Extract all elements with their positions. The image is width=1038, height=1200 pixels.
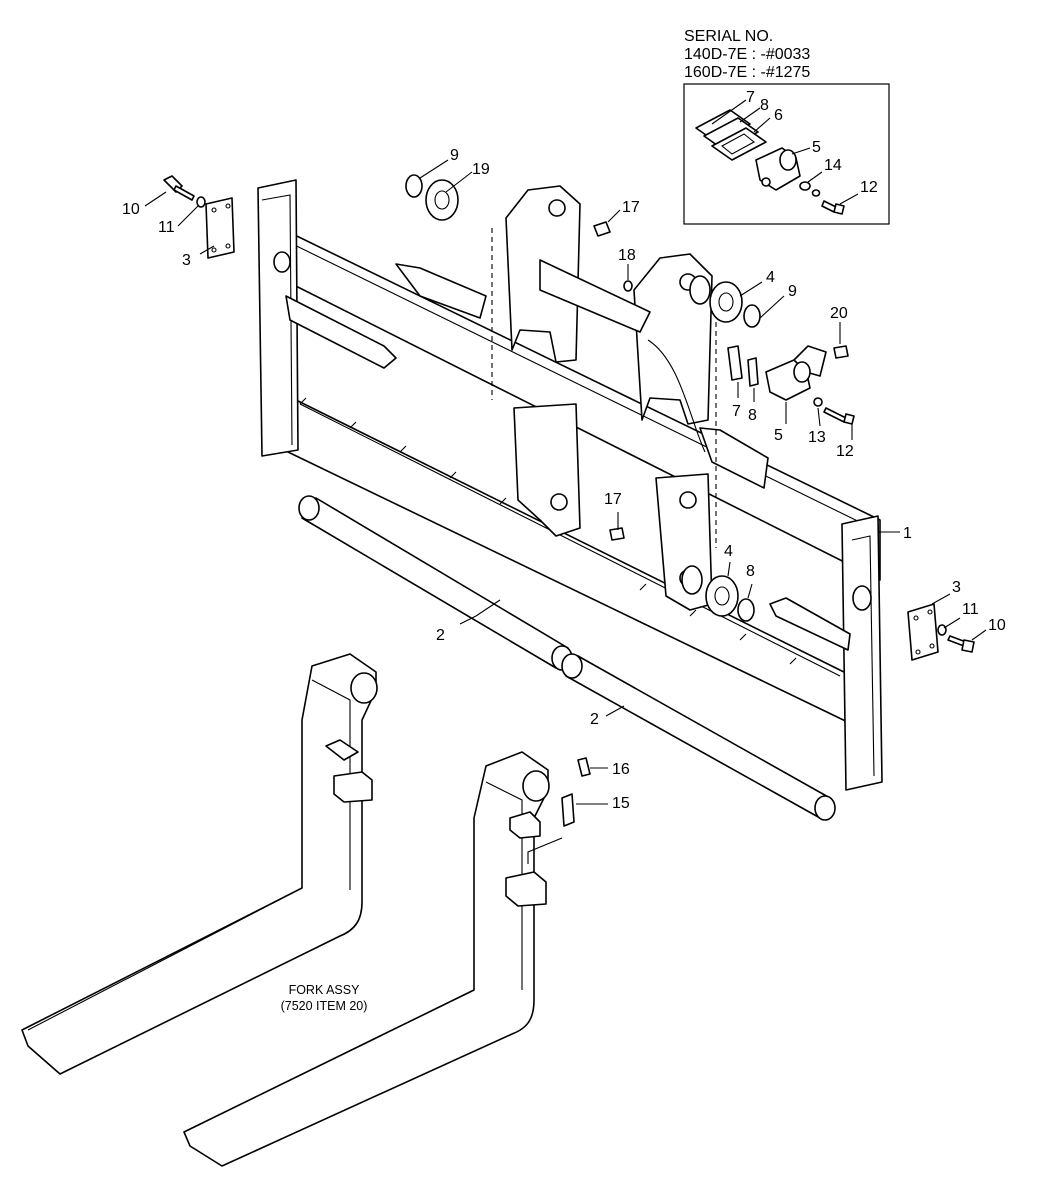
serial-number-note: SERIAL NO. 140D-7E : -#0033 160D-7E : -#… (684, 28, 810, 81)
shim-7 (727, 345, 743, 381)
callout-9-upper: 9 (450, 147, 459, 164)
fork-assy-reference: (7520 ITEM 20) (281, 999, 368, 1013)
left-cylinder-bracket (395, 263, 487, 319)
center-crossmember (539, 259, 651, 333)
callout-10-right: 10 (988, 617, 1006, 634)
shafts (298, 495, 836, 821)
inset-frame (683, 83, 890, 225)
oring-8-lower (737, 598, 755, 622)
callout-7-main: 7 (732, 403, 741, 420)
fork-left (21, 653, 377, 1075)
bearing-4-upper (709, 281, 743, 323)
washer-13 (813, 397, 823, 407)
callout-9-right: 9 (788, 283, 797, 300)
serial-line-160d: 160D-7E : -#1275 (684, 64, 810, 81)
inset-parts (695, 109, 845, 215)
leader-lines (144, 99, 987, 805)
oring-9-right (743, 304, 761, 328)
callout-19: 19 (472, 161, 490, 178)
callout-4-lower: 4 (724, 543, 733, 560)
callout-7-inset: 7 (746, 89, 755, 106)
bolt-12 (823, 407, 847, 423)
serial-line-140d: 140D-7E : -#0033 (684, 46, 810, 63)
fork-assembly-note: FORK ASSY (7520 ITEM 20) (281, 983, 368, 1013)
callout-14: 14 (824, 157, 842, 174)
pin-15 (561, 793, 575, 827)
left-washer-11 (196, 196, 206, 208)
callout-20: 20 (830, 305, 848, 322)
left-end-plate (257, 179, 299, 457)
callout-8-inset: 8 (760, 97, 769, 114)
callout-8-main: 8 (748, 407, 757, 424)
bolt-20 (833, 345, 849, 359)
callout-15: 15 (612, 795, 630, 812)
right-washer-11 (937, 624, 947, 636)
callout-12-main: 12 (836, 443, 854, 460)
bearing-19 (425, 179, 459, 221)
callout-6: 6 (774, 107, 783, 124)
carriage-frame (257, 179, 883, 791)
right-cylinder-bracket (699, 427, 769, 489)
left-side-guide (285, 295, 397, 369)
callout-5-inset: 5 (812, 139, 821, 156)
callout-10-left: 10 (122, 201, 140, 218)
fork-right (183, 751, 549, 1167)
right-side-guide (769, 597, 851, 651)
serial-heading: SERIAL NO. (684, 28, 773, 45)
bearing-4-lower (705, 575, 739, 617)
callout-16: 16 (612, 761, 630, 778)
bolt-17-upper (593, 221, 611, 237)
callout-18: 18 (618, 247, 636, 264)
callout-4-upper: 4 (766, 269, 775, 286)
callout-17-upper: 17 (622, 199, 640, 216)
bolt-17-lower (609, 527, 625, 541)
callout-1: 1 (903, 525, 912, 542)
oring-9-upper (405, 174, 423, 198)
callout-11-left: 11 (158, 219, 175, 236)
callout-8-lower: 8 (746, 563, 755, 580)
callout-17-lower: 17 (604, 491, 622, 508)
left-plate-3 (205, 197, 235, 259)
shim-8 (747, 357, 759, 387)
callout-13: 13 (808, 429, 826, 446)
callouts: 1 2 2 3 3 4 4 5 5 6 7 7 8 8 8 9 9 10 10 … (122, 89, 1006, 812)
nut-18 (623, 280, 633, 292)
callout-5-main: 5 (774, 427, 783, 444)
forks (21, 653, 591, 1167)
callout-3-left: 3 (182, 252, 191, 269)
callout-2-left: 2 (436, 627, 445, 644)
callout-3-right: 3 (952, 579, 961, 596)
callout-12-inset: 12 (860, 179, 878, 196)
right-end-plate (841, 515, 883, 791)
right-plate-3 (907, 603, 939, 661)
callout-11-right: 11 (962, 601, 979, 618)
small-parts (163, 174, 975, 661)
bolt-16 (577, 757, 591, 777)
inset-washer-14 (799, 181, 811, 191)
fork-assy-label: FORK ASSY (289, 983, 361, 997)
inset-plate-6 (711, 127, 767, 161)
callout-2-right: 2 (590, 711, 599, 728)
